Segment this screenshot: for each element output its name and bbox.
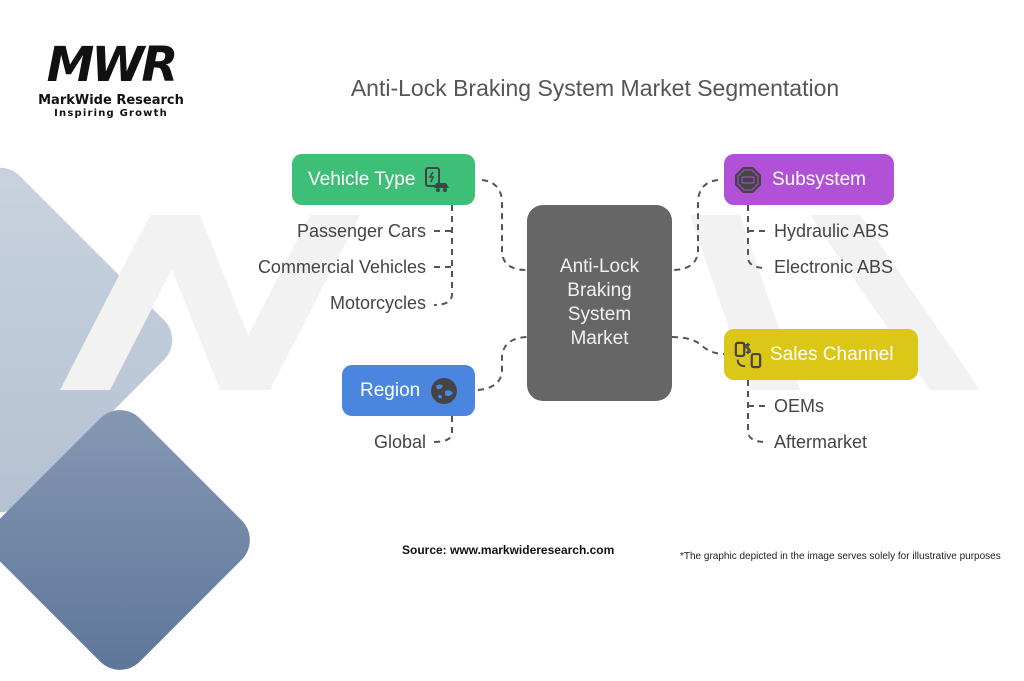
connector-region: [477, 336, 528, 391]
watermark-stroke-5: [810, 215, 980, 390]
region-item-global: Global: [373, 432, 426, 452]
center-line-2: Braking: [567, 280, 632, 301]
logo-tagline: Inspiring Growth: [54, 108, 168, 119]
segment-label: Sales Channel: [770, 343, 894, 365]
connector-sales-items: [747, 380, 767, 443]
source-text: Source: www.markwideresearch.com: [402, 543, 615, 557]
connector-subsystem: [671, 179, 719, 271]
vehicle-item-passenger-cars: Passenger Cars: [296, 221, 426, 241]
connector-lines: [433, 179, 767, 443]
disclaimer-text: *The graphic depicted in the image serve…: [680, 551, 1001, 562]
globe-icon: [430, 377, 458, 405]
connector-sales-channel: [671, 336, 725, 355]
vehicle-item-commercial-vehicles: Commercial Vehicles: [257, 257, 426, 277]
logo-name: MarkWide Research: [38, 93, 184, 108]
center-node: Anti-Lock Braking System Market: [527, 205, 672, 401]
segment-label: Subsystem: [772, 168, 866, 190]
segment-region: Region: [342, 365, 475, 416]
ev-charging-car-icon: [423, 166, 451, 194]
sales-item-aftermarket: Aftermarket: [774, 432, 868, 452]
logo-mark: MWR: [46, 37, 179, 93]
connector-vehicle-type: [481, 179, 528, 271]
connector-subsystem-items: [747, 205, 767, 269]
center-line-4: Market: [570, 328, 629, 349]
page-title: Anti-Lock Braking System Market Segmenta…: [350, 75, 840, 101]
payment-exchange-icon: [734, 341, 762, 369]
vehicle-item-motorcycles: Motorcycles: [329, 293, 426, 313]
segment-subsystem: Subsystem: [724, 154, 894, 205]
segment-sales-channel: Sales Channel: [724, 329, 918, 380]
watermark-stroke-1: [60, 215, 200, 390]
sales-item-oems: OEMs: [774, 396, 825, 416]
subsystem-item-hydraulic-abs: Hydraulic ABS: [774, 221, 890, 241]
logo: MWR MarkWide Research Inspiring Growth: [30, 40, 192, 120]
segment-label: Region: [360, 379, 421, 401]
center-line-3: System: [567, 304, 632, 325]
abs-sign-icon: [734, 166, 762, 194]
connector-global: [433, 416, 453, 443]
watermark-stroke-3: [220, 215, 360, 390]
segment-vehicle-type: Vehicle Type: [292, 154, 475, 205]
connector-vehicle-items: [433, 205, 453, 306]
segment-label: Vehicle Type: [308, 168, 416, 190]
watermark-stroke-2: [150, 215, 270, 390]
center-line-1: Anti-Lock: [559, 256, 640, 277]
subsystem-item-electronic-abs: Electronic ABS: [774, 257, 894, 277]
